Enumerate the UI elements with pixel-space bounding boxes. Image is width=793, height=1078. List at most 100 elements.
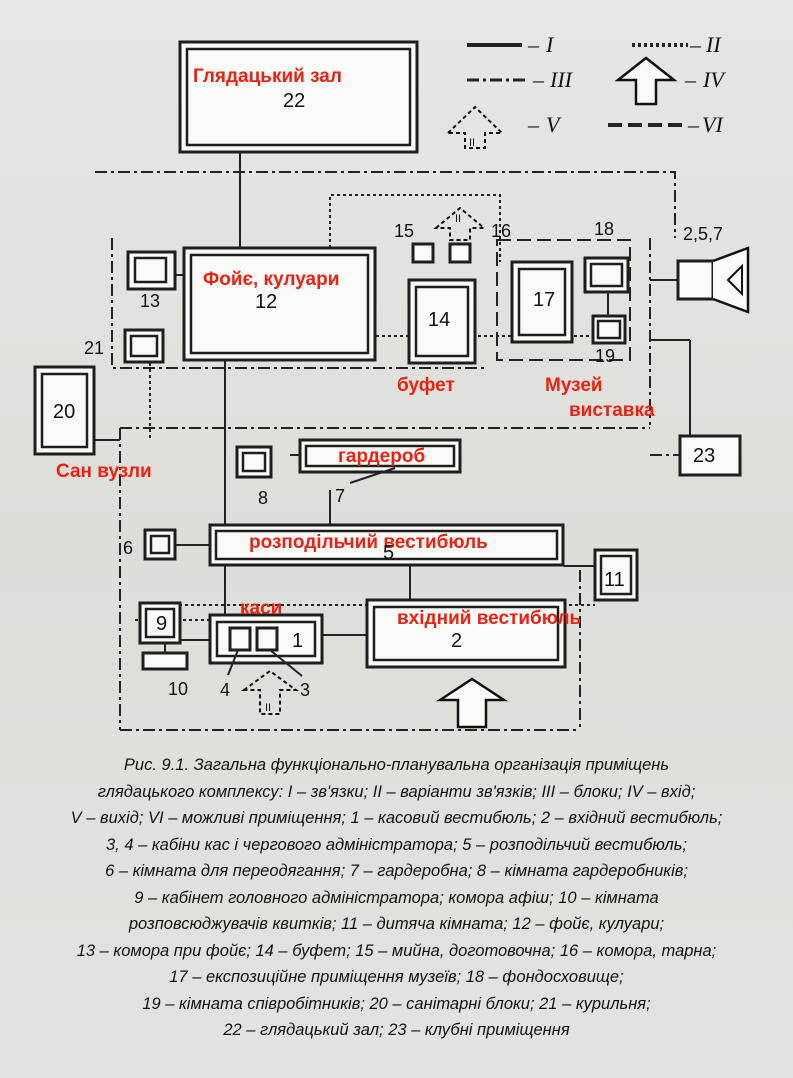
room-2-entrance-vestibule: вхідний вестибюль 2: [365, 598, 581, 669]
room-20-number: 20: [53, 401, 75, 423]
room-7-leader: [349, 467, 396, 484]
caption-line: 17 – експозиційне приміщення музеїв; 18 …: [169, 968, 624, 986]
room-10-box: [141, 651, 189, 671]
room-10-number: 10: [168, 679, 188, 699]
caption-line: 9 – кабінет головного адміністратора; ко…: [134, 888, 659, 907]
room-20-box: [33, 365, 96, 456]
sanitary-label: Сан вузли: [56, 461, 152, 482]
cashier-label: каси: [240, 598, 282, 619]
cashier-exit-arrow-icon: [240, 669, 300, 715]
room-12-number: 12: [255, 291, 277, 313]
buffet-label: буфет: [397, 375, 455, 396]
room-20-inner: [40, 372, 89, 449]
room-5-vestibule: розподільчий вестибюль 5: [208, 523, 565, 567]
legend-numeral-4: IV: [702, 67, 726, 92]
legend-entrance-arrow-icon: [614, 56, 678, 106]
room-13-number: 13: [140, 291, 160, 311]
room-15-number: 15: [394, 221, 414, 241]
figure-caption: Рис. 9.1. Загальна функціонально-планува…: [14, 752, 779, 1044]
room-17-box: [510, 260, 574, 344]
service-arrow-label: II: [455, 213, 461, 225]
service-exit-arrow-icon: [433, 206, 487, 241]
room-13-inner: [133, 256, 168, 284]
room-8-inner: [241, 451, 267, 473]
legend-numeral-1: I: [545, 32, 555, 57]
legend-exit-arrow-label: II: [469, 137, 475, 149]
legend-dash-2: –: [689, 32, 702, 57]
legend-numeral-5: V: [546, 112, 562, 137]
room-3-box: [255, 626, 279, 652]
legend-dash-3: –: [532, 67, 545, 92]
room-21-number: 21: [84, 338, 104, 358]
room-23-number: 23: [693, 445, 715, 467]
caption-line: 3, 4 – кабіни кас і чергового адміністра…: [106, 835, 687, 854]
foyer-label: Фойє, кулуари: [203, 269, 339, 290]
room-3-leader: [269, 649, 303, 677]
room-17-inner: [517, 267, 567, 337]
room-1-number: 1: [292, 630, 303, 652]
entrance-257-box: [676, 259, 715, 301]
legend-numeral-3: III: [549, 67, 574, 92]
room-7-number: 7: [335, 486, 345, 506]
upper-block-bottom-left: [111, 238, 485, 369]
room-21-inner: [129, 334, 159, 358]
legend-dash-5: –: [527, 112, 540, 137]
room-22-number: 22: [283, 90, 305, 112]
room-18-number: 18: [594, 219, 614, 239]
museum-optional-frame: [496, 239, 631, 361]
distribution-label: розподільчий вестибюль: [249, 532, 488, 553]
museum-label-1: Музей: [545, 375, 603, 396]
room-11-number: 11: [604, 569, 625, 591]
room-14-number: 14: [428, 309, 450, 331]
room-15-box: [411, 242, 435, 264]
room-9-number: 9: [156, 613, 167, 635]
room-4-leader: [227, 649, 239, 676]
room-4-number: 4: [220, 680, 230, 700]
room-2-number: 2: [451, 630, 462, 652]
legend-dash-4: –: [684, 67, 697, 92]
room-6-box: [143, 528, 177, 561]
room-17-number: 17: [533, 289, 555, 311]
room-11-inner: [599, 554, 633, 596]
room-14-box: [407, 278, 477, 365]
room-5-number: 5: [383, 542, 394, 564]
room-19-inner: [596, 319, 622, 340]
cashier-arrow-label: II: [265, 702, 271, 714]
legend-exit-arrow-icon: [445, 105, 505, 149]
legend-dash-6: –: [687, 112, 700, 137]
room-7-inner: [304, 444, 456, 468]
caption-line: 22 – глядацький зал; 23 – клубні приміще…: [223, 1021, 570, 1039]
entrance-label: вхідний вестибюль: [397, 608, 581, 629]
room-6-inner: [149, 534, 171, 555]
foyer-museum-alt: [329, 194, 501, 262]
caption-line: 13 – комора при фойє; 14 – буфет; 15 – м…: [76, 941, 717, 960]
legend: – I – II – III – IV II – V – VI: [445, 32, 726, 149]
functional-planning-diagram: – I – II – III – IV II – V – VI: [33, 32, 750, 731]
room-14-inner: [414, 285, 470, 358]
caption-line: Рис. 9.1. Загальна функціонально-планува…: [123, 756, 670, 774]
caption-line: 19 – кімната співробітників; 20 – саніта…: [142, 994, 651, 1013]
caption-line: розповсюджувачів квитків; 11 – дитяча кі…: [128, 915, 665, 933]
entrance-257-number: 2,5,7: [683, 224, 723, 244]
upper-block-top: [95, 171, 676, 238]
room-16-box: [448, 242, 472, 264]
room-8-number: 8: [258, 488, 268, 508]
room-6-number: 6: [123, 538, 133, 558]
legend-dash-1: –: [527, 32, 540, 57]
main-entrance-arrow-icon: [435, 677, 509, 729]
caption-line: 6 – кімната для переодягання; 7 – гардер…: [105, 862, 688, 880]
legend-numeral-6: VI: [702, 112, 724, 137]
room-9-inner: [144, 607, 176, 639]
side-entrance-arrow-icon: [712, 246, 750, 314]
cloakroom-label: гардероб: [338, 446, 425, 467]
room-4-box: [228, 626, 252, 652]
museum-label-2: виставка: [569, 400, 655, 421]
room-16-number: 16: [491, 221, 511, 241]
caption-line: V – вихід; VI – можливі приміщення; 1 – …: [70, 809, 723, 827]
room-22-hall: Глядацький зал 22: [178, 40, 419, 154]
block-boundaries: [95, 171, 676, 731]
side-entrance-chevron-icon: [726, 263, 743, 297]
room-3-number: 3: [300, 680, 310, 700]
legend-numeral-2: II: [705, 32, 722, 57]
room-23-box: [678, 434, 742, 477]
